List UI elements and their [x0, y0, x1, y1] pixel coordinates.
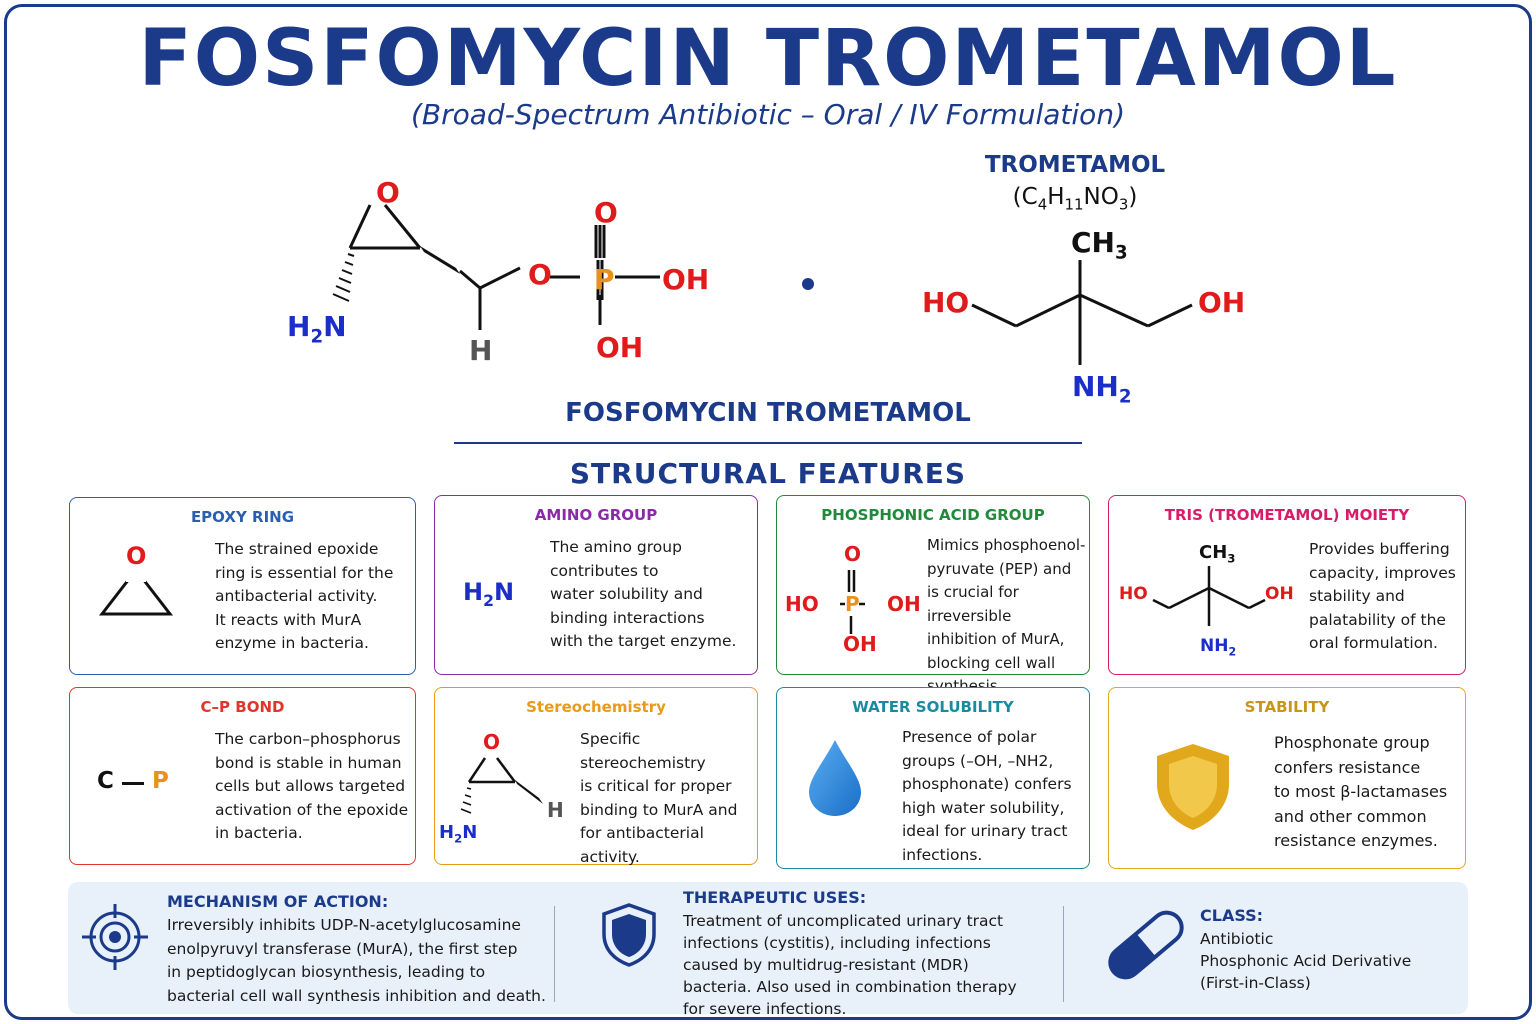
tris-ho: HO [1119, 584, 1148, 604]
card-amino-group: AMINO GROUP H2N The amino group contribu… [434, 495, 758, 675]
card-title: TRIS (TROMETAMOL) MOIETY [1164, 506, 1410, 524]
page-subtitle: (Broad-Spectrum Antibiotic – Oral / IV F… [411, 98, 1125, 131]
phos-ho: HO [785, 592, 819, 616]
phos-o: O [844, 542, 862, 566]
card-text: Presence of polar groups (–OH, –NH2, pho… [902, 728, 1072, 864]
column-divider [1063, 906, 1064, 1002]
card-title: PHOSPHONIC ACID GROUP [821, 506, 1045, 524]
trometamol-title: TROMETAMOL [984, 152, 1166, 178]
mechanism-text: Irreversibly inhibits UDP-N-acetylglucos… [167, 916, 546, 1005]
class-text: Antibiotic Phosphonic Acid Derivative (F… [1200, 930, 1412, 992]
atom-amino: H2N [287, 310, 347, 348]
phos-oh-bottom: OH [843, 632, 877, 656]
card-text: The strained epoxide ring is essential f… [215, 540, 394, 652]
stereo-o: O [483, 730, 501, 754]
fosfomycin-structure [332, 204, 660, 330]
card-text: The carbon–phosphorus bond is stable in … [215, 730, 409, 842]
card-title: AMINO GROUP [534, 506, 658, 524]
card-tris-moiety: TRIS (TROMETAMOL) MOIETY CH3 HO OH NH2 P… [1108, 495, 1466, 675]
stereochemistry-icon [460, 757, 543, 814]
card-stability: STABILITY Phosphonate group confers resi… [1108, 687, 1466, 869]
shield-icon [1157, 744, 1229, 830]
card-epoxy-ring: EPOXY RING O The strained epoxide ring i… [69, 497, 416, 675]
phosphonic-acid-icon [840, 570, 865, 634]
molecule-caption: FOSFOMYCIN TROMETAMOL [565, 398, 971, 428]
column-divider [554, 906, 555, 1002]
card-text: The amino group contributes to water sol… [550, 538, 737, 650]
card-phosphonic-acid: PHOSPHONIC ACID GROUP O HO P OH OH Mimic… [776, 495, 1090, 695]
stereo-h2n: H2N [439, 822, 478, 846]
phos-oh-right: OH [887, 592, 921, 616]
shield-icon [602, 903, 656, 967]
card-title: C–P BOND [200, 698, 285, 716]
capsule-icon [1108, 910, 1184, 980]
page-frame [4, 4, 1532, 1020]
card-title: WATER SOLUBILITY [852, 698, 1014, 716]
cp-carbon: C [97, 768, 114, 794]
card-text: Provides buffering capacity, improves st… [1309, 540, 1456, 652]
amino-icon: H2N [463, 578, 515, 610]
class-title: CLASS: [1200, 906, 1264, 925]
card-water-solubility: WATER SOLUBILITY Presence of polar group… [776, 687, 1090, 869]
card-stereochemistry: Stereochemistry O H H2N Specific stereoc… [434, 687, 758, 866]
atom-methyl: CH3 [1071, 226, 1128, 264]
atom-amine: NH2 [1072, 370, 1132, 408]
atom-hydroxyl-left: HO [922, 286, 970, 319]
trometamol-icon [1152, 566, 1266, 626]
divider [454, 442, 1082, 444]
mechanism-title: MECHANISM OF ACTION: [167, 892, 389, 911]
target-icon [82, 904, 148, 970]
atom-hydroxyl-right: OH [662, 263, 710, 296]
tris-ch3: CH3 [1199, 542, 1236, 566]
atom-phosphorus: P [594, 263, 615, 296]
card-text: Specific stereochemistry is critical for… [580, 730, 738, 866]
card-text: Phosphonate group confers resistance to … [1274, 733, 1448, 850]
uses-title: THERAPEUTIC USES: [683, 888, 867, 907]
stereo-h: H [547, 798, 564, 822]
card-text: Mimics phosphoenol- pyruvate (PEP) and i… [927, 536, 1086, 695]
card-title: EPOXY RING [190, 508, 295, 526]
card-title: Stereochemistry [526, 698, 666, 716]
atom-oxygen-link: O [528, 258, 552, 291]
epoxide-icon [98, 558, 174, 616]
atom-hydroxyl-bottom: OH [596, 331, 644, 364]
uses-text: Treatment of uncomplicated urinary tract… [683, 912, 1017, 1018]
epoxide-oxygen: O [126, 542, 147, 570]
atom-hydrogen: H [469, 334, 493, 367]
cp-phosphorus: P [152, 768, 169, 794]
water-drop-icon [809, 740, 861, 816]
card-cp-bond: C–P BOND C P The carbon–phosphorus bond … [69, 687, 416, 865]
salt-dot [802, 278, 814, 290]
page-title: FOSFOMYCIN TROMETAMOL [138, 14, 1398, 104]
info-bar: MECHANISM OF ACTION: Irreversibly inhibi… [68, 882, 1468, 1018]
structural-features-title: STRUCTURAL FEATURES [569, 457, 967, 490]
trometamol-structure [971, 260, 1193, 365]
trometamol-formula: (C4H11NO3) [1012, 184, 1138, 214]
cp-bond-line [122, 782, 144, 785]
tris-oh: OH [1265, 584, 1294, 604]
phos-p: P [845, 592, 860, 616]
card-title: STABILITY [1244, 698, 1330, 716]
tris-nh2: NH2 [1200, 636, 1237, 659]
atom-hydroxyl-right: OH [1198, 286, 1246, 319]
atom-oxygen-top: O [594, 196, 618, 229]
atom-oxygen-ring: O [376, 176, 400, 209]
